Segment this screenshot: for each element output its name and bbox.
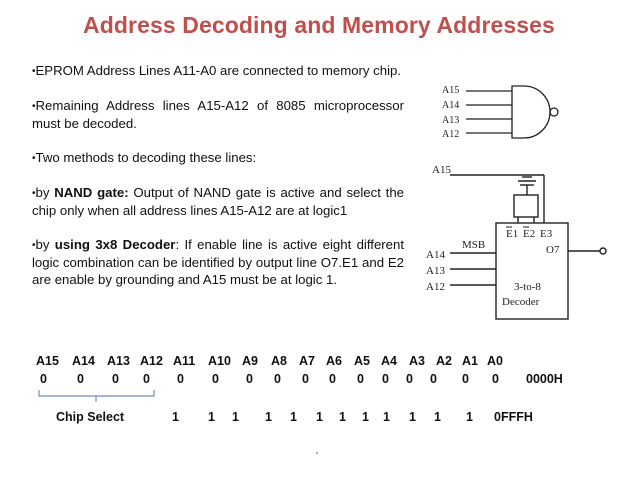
address-line-header: A4	[381, 354, 397, 368]
address-line-header: A9	[242, 354, 258, 368]
bullet-prefix: by	[35, 237, 55, 252]
bullet-text: Two methods to decoding these lines:	[35, 150, 257, 165]
start-bit: 0	[302, 372, 309, 386]
start-bit: 0	[357, 372, 364, 386]
enable-label: E1	[506, 228, 518, 240]
end-bit: 1	[316, 410, 323, 424]
end-bit: 1	[362, 410, 369, 424]
start-bit: 0	[212, 372, 219, 386]
start-address-value: 0000H	[526, 372, 563, 386]
chip-select-bracket	[38, 390, 155, 402]
bullet-dot: •	[32, 101, 36, 112]
decoder-body-label: Decoder	[502, 296, 540, 308]
nand-gate-body	[511, 85, 551, 139]
stray-dot	[316, 452, 318, 454]
address-line-header: A13	[107, 354, 130, 368]
start-bit: 0	[430, 372, 437, 386]
nand-input-label: A13	[442, 115, 459, 126]
start-bit: 0	[274, 372, 281, 386]
address-line-header: A2	[436, 354, 452, 368]
decoder-diagram: A15 MSB A14 A13 A12 E1 E2 E3 O7 3-to-8 D…	[426, 164, 607, 320]
bullet-text: EPROM Address Lines A11-A0 are connected…	[35, 63, 402, 78]
slide-title: Address Decoding and Memory Addresses	[83, 12, 555, 38]
end-address-value: 0FFFH	[494, 410, 533, 424]
start-bit: 0	[462, 372, 469, 386]
decoder-top-input-label: A15	[432, 164, 451, 176]
nand-input-label: A15	[442, 85, 459, 96]
bullet-bold-term: NAND gate:	[54, 185, 129, 200]
start-bit: 0	[177, 372, 184, 386]
address-line-header: A15	[36, 354, 59, 368]
start-bit: 0	[112, 372, 119, 386]
nand-gate-diagram: A15 A14 A13 A12	[442, 85, 559, 140]
bullet-item: •EPROM Address Lines A11-A0 are connecte…	[32, 62, 404, 80]
bullet-dot: •	[32, 153, 36, 164]
bullet-dot: •	[32, 66, 36, 77]
enable-label: E2	[523, 228, 535, 240]
bullet-text: Output of NAND gate is active and select…	[32, 185, 405, 218]
bullet-list: •EPROM Address Lines A11-A0 are connecte…	[32, 62, 404, 305]
start-bit: 0	[40, 372, 47, 386]
start-bit: 0	[329, 372, 336, 386]
decoder-input-label: A13	[426, 265, 445, 277]
bullet-dot: •	[32, 188, 36, 199]
decoder-output-label: O7	[546, 244, 560, 256]
end-bit: 1	[339, 410, 346, 424]
address-line-header: A5	[354, 354, 370, 368]
decoder-input-label: A12	[426, 281, 445, 293]
bullet-item: •by NAND gate: Output of NAND gate is ac…	[32, 184, 404, 219]
start-bit: 0	[382, 372, 389, 386]
nand-input-label: A12	[442, 129, 459, 140]
enable-label: E3	[540, 228, 553, 240]
bullet-text: : If enable line is active eight differe…	[32, 237, 404, 287]
decoder-body	[495, 222, 569, 320]
bullet-item: •by using 3x8 Decoder: If enable line is…	[32, 236, 404, 288]
bullet-text: Remaining Address lines A15-A12 of 8085 …	[32, 98, 404, 131]
start-bit: 0	[406, 372, 413, 386]
address-line-header: A1	[462, 354, 478, 368]
end-bit: 1	[383, 410, 390, 424]
end-bit: 1	[434, 410, 441, 424]
address-line-header: A3	[409, 354, 425, 368]
nand-output-bubble	[549, 107, 559, 117]
chip-select-label: Chip Select	[56, 410, 125, 424]
bullet-dot: •	[32, 240, 36, 251]
address-line-header: A10	[208, 354, 231, 368]
decoder-body-label: 3-to-8	[514, 281, 541, 293]
end-bit: 1	[409, 410, 416, 424]
decoder-input-label: A14	[426, 249, 445, 261]
address-line-header: A11	[173, 354, 196, 368]
address-line-header: A6	[326, 354, 342, 368]
start-bit: 0	[246, 372, 253, 386]
end-bit: 1	[265, 410, 272, 424]
start-bit: 0	[143, 372, 150, 386]
address-line-header: A14	[72, 354, 95, 368]
address-line-header: A0	[487, 354, 503, 368]
address-line-header: A12	[140, 354, 163, 368]
start-bit: 0	[77, 372, 84, 386]
address-line-header: A7	[299, 354, 315, 368]
bullet-bold-term: using 3x8 Decoder	[54, 237, 176, 252]
end-bit: 1	[208, 410, 215, 424]
msb-label: MSB	[462, 239, 485, 251]
address-line-header: A8	[271, 354, 287, 368]
start-bit: 0	[492, 372, 499, 386]
bullet-prefix: by	[35, 185, 55, 200]
bullet-item: •Two methods to decoding these lines:	[32, 149, 404, 167]
end-bit: 1	[466, 410, 473, 424]
end-bit: 1	[172, 410, 179, 424]
end-bit: 1	[232, 410, 239, 424]
bullet-item: •Remaining Address lines A15-A12 of 8085…	[32, 97, 404, 132]
nand-input-label: A14	[442, 100, 459, 111]
end-bit: 1	[290, 410, 297, 424]
